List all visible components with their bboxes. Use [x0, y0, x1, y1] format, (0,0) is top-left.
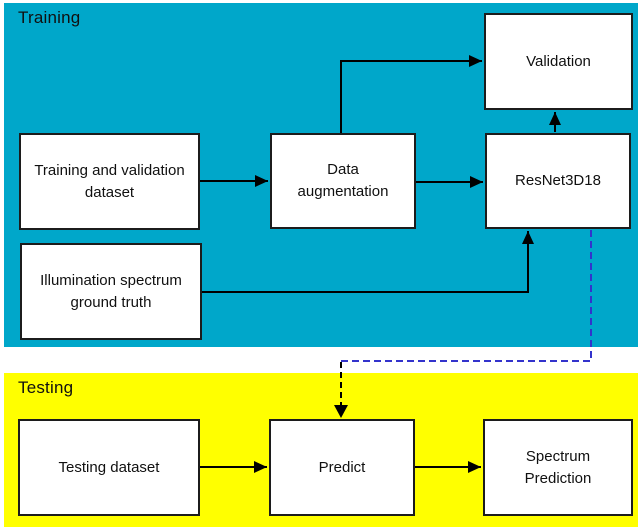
box-label-line: Data — [327, 161, 359, 178]
box-label-line: Testing dataset — [58, 458, 160, 476]
box-testing-dataset: Testing dataset — [18, 419, 200, 516]
dashed-connector-arrowhead — [334, 405, 348, 418]
box-label-line: Prediction — [524, 469, 592, 487]
box-predict: Predict — [269, 419, 415, 516]
box-training-validation-dataset: Training and validation dataset — [19, 133, 200, 230]
box-label-line: dataset — [84, 183, 135, 201]
box-validation: Validation — [484, 13, 633, 110]
arrow-illumination-to-resnet — [202, 231, 534, 293]
box-label-line: Predict — [318, 458, 366, 476]
arrow-augmentation-to-validation — [340, 55, 482, 133]
box-label-line: Spectrum — [525, 447, 591, 465]
box-data-augmentation: Data augmentation — [270, 133, 416, 229]
dashed-connector-resnet-to-predict — [341, 230, 592, 362]
box-resnet3d18: ResNet3D18 — [485, 133, 631, 229]
box-illumination-spectrum-ground-truth: Illumination spectrum ground truth — [20, 243, 202, 340]
box-label-line: Validation — [526, 52, 591, 70]
box-label-line: Illumination spectrum — [40, 271, 182, 289]
box-label-line: ResNet3D18 — [515, 172, 601, 189]
box-label-line: Training and validation — [34, 161, 185, 179]
box-spectrum-prediction: Spectrum Prediction — [483, 419, 633, 516]
testing-section-label: Testing — [18, 378, 74, 397]
box-label-line: ground truth — [70, 293, 152, 311]
box-label-line: augmentation — [297, 183, 389, 200]
training-section-label: Training — [18, 8, 81, 27]
